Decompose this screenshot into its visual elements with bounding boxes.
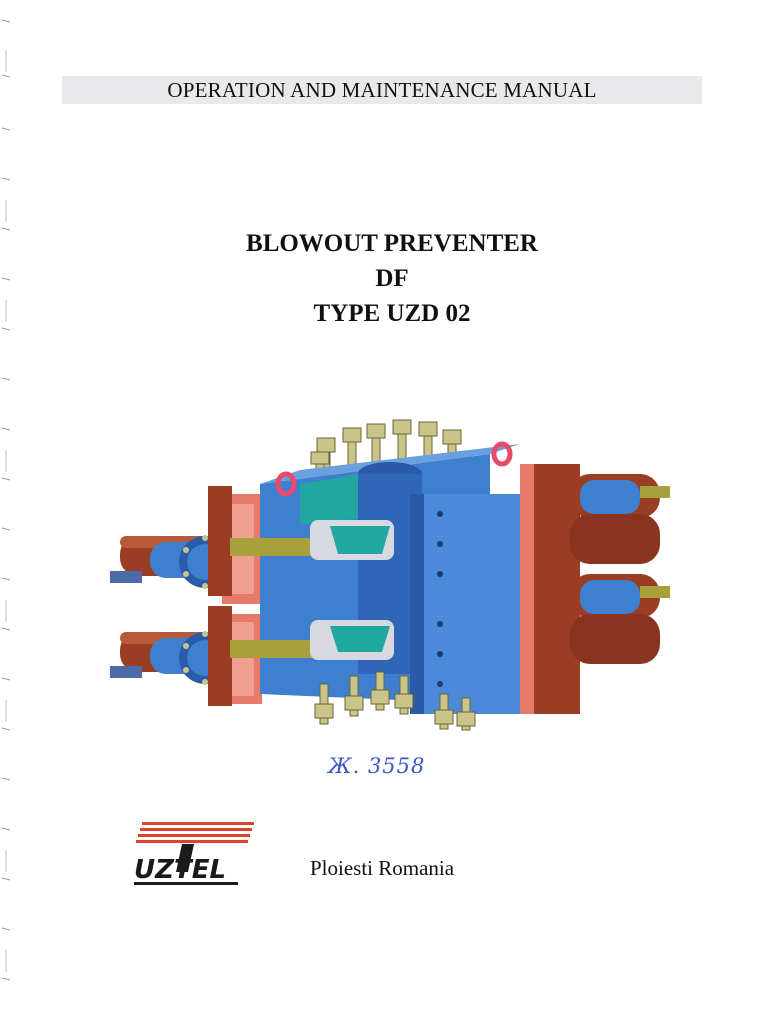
header-band: OPERATION AND MAINTENANCE MANUAL — [62, 76, 702, 104]
left-lower-actuator — [110, 606, 262, 706]
central-body — [260, 444, 520, 714]
upper-ram — [230, 520, 394, 560]
document-title: BLOWOUT PREVENTER DF TYPE UZD 02 — [0, 226, 768, 331]
manual-title: OPERATION AND MAINTENANCE MANUAL — [167, 77, 597, 102]
bottom-studs — [314, 671, 476, 731]
logo-text: UZTEL — [134, 855, 226, 885]
title-line-2: DF — [375, 265, 409, 292]
right-actuators — [520, 464, 670, 714]
title-line-1: BLOWOUT PREVENTER — [246, 230, 538, 257]
uztel-logo: UZTEL — [130, 820, 260, 890]
binding-marks — [0, 0, 12, 1024]
lower-ram — [230, 620, 394, 660]
lifting-eyes — [275, 441, 513, 497]
company-location: Ploiesti Romania — [310, 856, 455, 880]
title-line-3: TYPE UZD 02 — [313, 300, 471, 327]
handwritten-note: Ж. 3558 — [328, 754, 426, 778]
blowout-preventer-illustration — [110, 414, 680, 734]
